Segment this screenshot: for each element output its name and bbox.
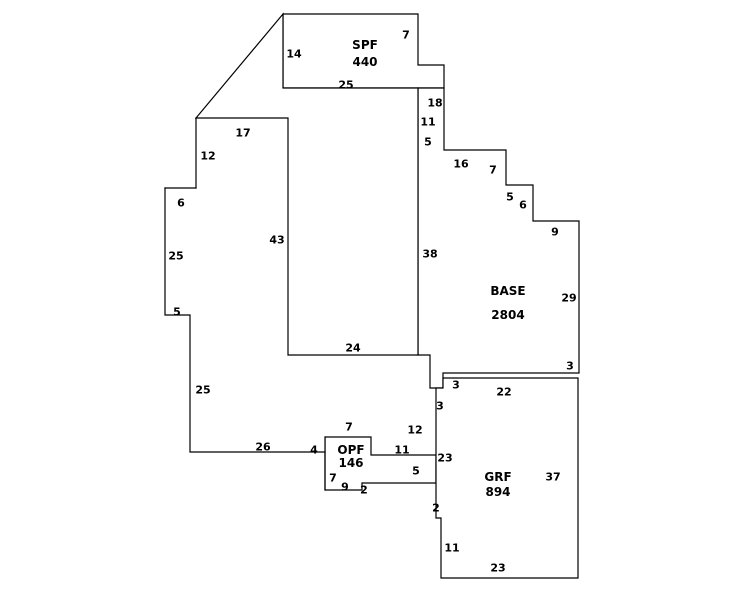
dimension-label: 11 xyxy=(394,443,410,457)
dimension-label: 43 xyxy=(269,233,285,247)
dimension-label: 5 xyxy=(173,305,181,319)
room-name-opf: OPF xyxy=(337,443,365,457)
dimension-label: 7 xyxy=(329,471,337,485)
room-area-spf: 440 xyxy=(352,55,378,69)
dimension-label: 2 xyxy=(432,501,440,515)
room-name-spf: SPF xyxy=(352,38,378,52)
dimension-label: 4 xyxy=(310,443,318,457)
dimension-label: 25 xyxy=(195,383,211,397)
room-name-grf: GRF xyxy=(484,470,512,484)
dimension-label: 16 xyxy=(453,157,469,171)
dimension-label: 6 xyxy=(519,198,527,212)
room-area-base: 2804 xyxy=(491,308,525,322)
dimension-label: 18 xyxy=(427,96,443,110)
dimension-label: 37 xyxy=(545,470,561,484)
dimension-label: 29 xyxy=(561,291,577,305)
room-name-base: BASE xyxy=(490,284,526,298)
dimension-label: 12 xyxy=(407,423,423,437)
dimension-label: 6 xyxy=(177,196,185,210)
dimension-label: 12 xyxy=(200,149,216,163)
wall-left-lower-outline xyxy=(164,187,326,453)
dimension-label: 11 xyxy=(444,541,460,555)
room-shape-grf xyxy=(435,377,579,579)
dimension-label: 25 xyxy=(338,78,354,92)
dimension-label: 26 xyxy=(255,440,271,454)
dimension-label: 3 xyxy=(436,399,444,413)
dimension-label: 7 xyxy=(402,28,410,42)
dimension-label: 14 xyxy=(286,47,302,61)
dimension-label: 22 xyxy=(496,385,512,399)
dimension-label: 11 xyxy=(420,115,436,129)
dimension-label: 23 xyxy=(437,451,453,465)
dimension-label: 9 xyxy=(341,480,349,494)
room-shape-left-wing xyxy=(194,12,419,356)
dimension-label: 23 xyxy=(490,561,506,575)
dimension-label: 7 xyxy=(345,420,353,434)
room-shape-base xyxy=(417,87,580,389)
dimension-label: 5 xyxy=(412,464,420,478)
dimension-label: 24 xyxy=(345,341,361,355)
dimension-label: 2 xyxy=(360,483,368,497)
dimension-label: 5 xyxy=(424,135,432,149)
room-area-opf: 146 xyxy=(338,456,364,470)
dimension-label: 7 xyxy=(489,163,497,177)
room-area-grf: 894 xyxy=(485,485,511,499)
dimension-label: 5 xyxy=(506,190,514,204)
dimension-label: 3 xyxy=(452,378,460,392)
dimension-label: 17 xyxy=(235,126,251,140)
dimension-label: 3 xyxy=(566,359,574,373)
dimension-label: 9 xyxy=(551,225,559,239)
dimension-label: 25 xyxy=(168,249,184,263)
dimension-label: 38 xyxy=(422,247,438,261)
